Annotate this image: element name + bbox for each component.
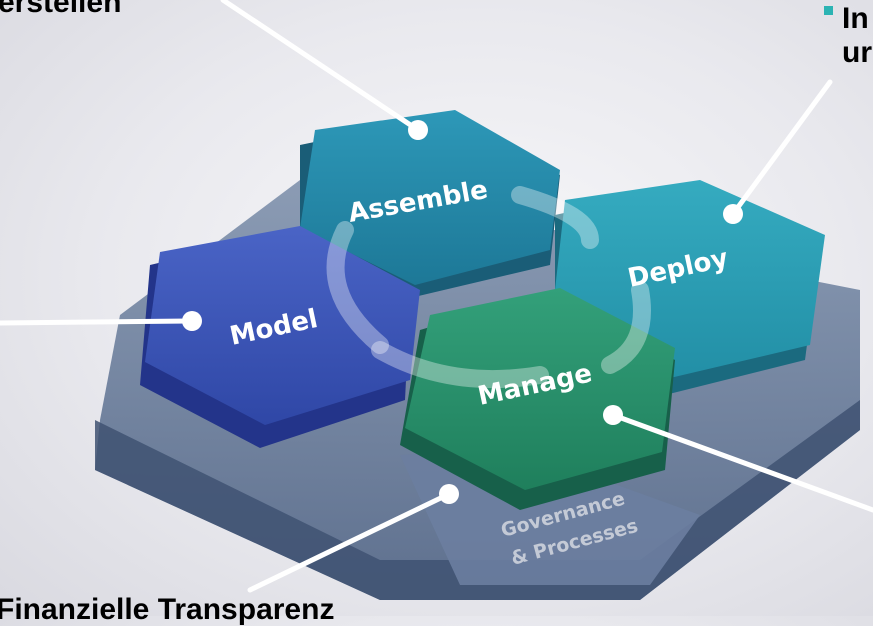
caption-top-left: erstellen — [0, 0, 122, 19]
pointer-governance — [247, 491, 452, 593]
pointer-model — [0, 318, 193, 326]
pointer-assemble — [220, 0, 421, 133]
caption-top-right-line2: ur — [842, 36, 872, 69]
pointer-manage — [610, 412, 873, 513]
pointer-dot-manage — [603, 405, 623, 425]
manage-hexagon — [400, 288, 675, 510]
assemble-hexagon — [300, 110, 560, 298]
bullet-square — [824, 6, 833, 15]
pointer-deploy — [730, 79, 833, 217]
pointer-dot-governance — [439, 484, 459, 504]
pointer-dots — [182, 120, 743, 504]
caption-bottom: Finanzielle Transparenz — [0, 593, 335, 626]
cycle-arrows — [326, 186, 651, 389]
pointer-lines — [0, 0, 873, 590]
caption-top-right-line1: In — [842, 2, 869, 35]
pointer-dot-model — [182, 311, 202, 331]
pointer-dot-deploy — [723, 204, 743, 224]
model-hexagon — [140, 226, 420, 448]
pointer-dot-assemble — [408, 120, 428, 140]
